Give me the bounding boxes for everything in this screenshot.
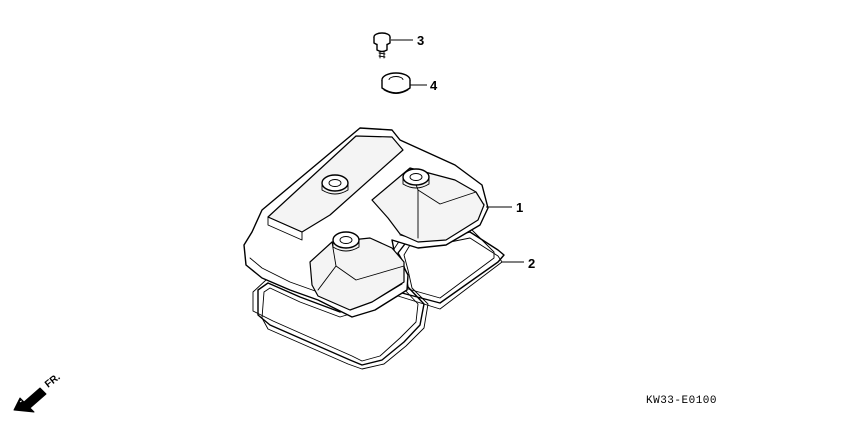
callout-3: 3 bbox=[417, 33, 424, 48]
callout-1: 1 bbox=[516, 200, 523, 215]
front-direction-arrow-icon bbox=[13, 387, 47, 413]
diagram-code: KW33-E0100 bbox=[646, 395, 717, 407]
callout-2: 2 bbox=[528, 256, 535, 271]
bolt-part bbox=[373, 32, 391, 59]
cylinder-head-cover-part bbox=[243, 127, 489, 318]
grommet-part bbox=[381, 72, 411, 94]
callout-4: 4 bbox=[430, 78, 438, 93]
front-direction-label: FR. bbox=[43, 372, 63, 391]
